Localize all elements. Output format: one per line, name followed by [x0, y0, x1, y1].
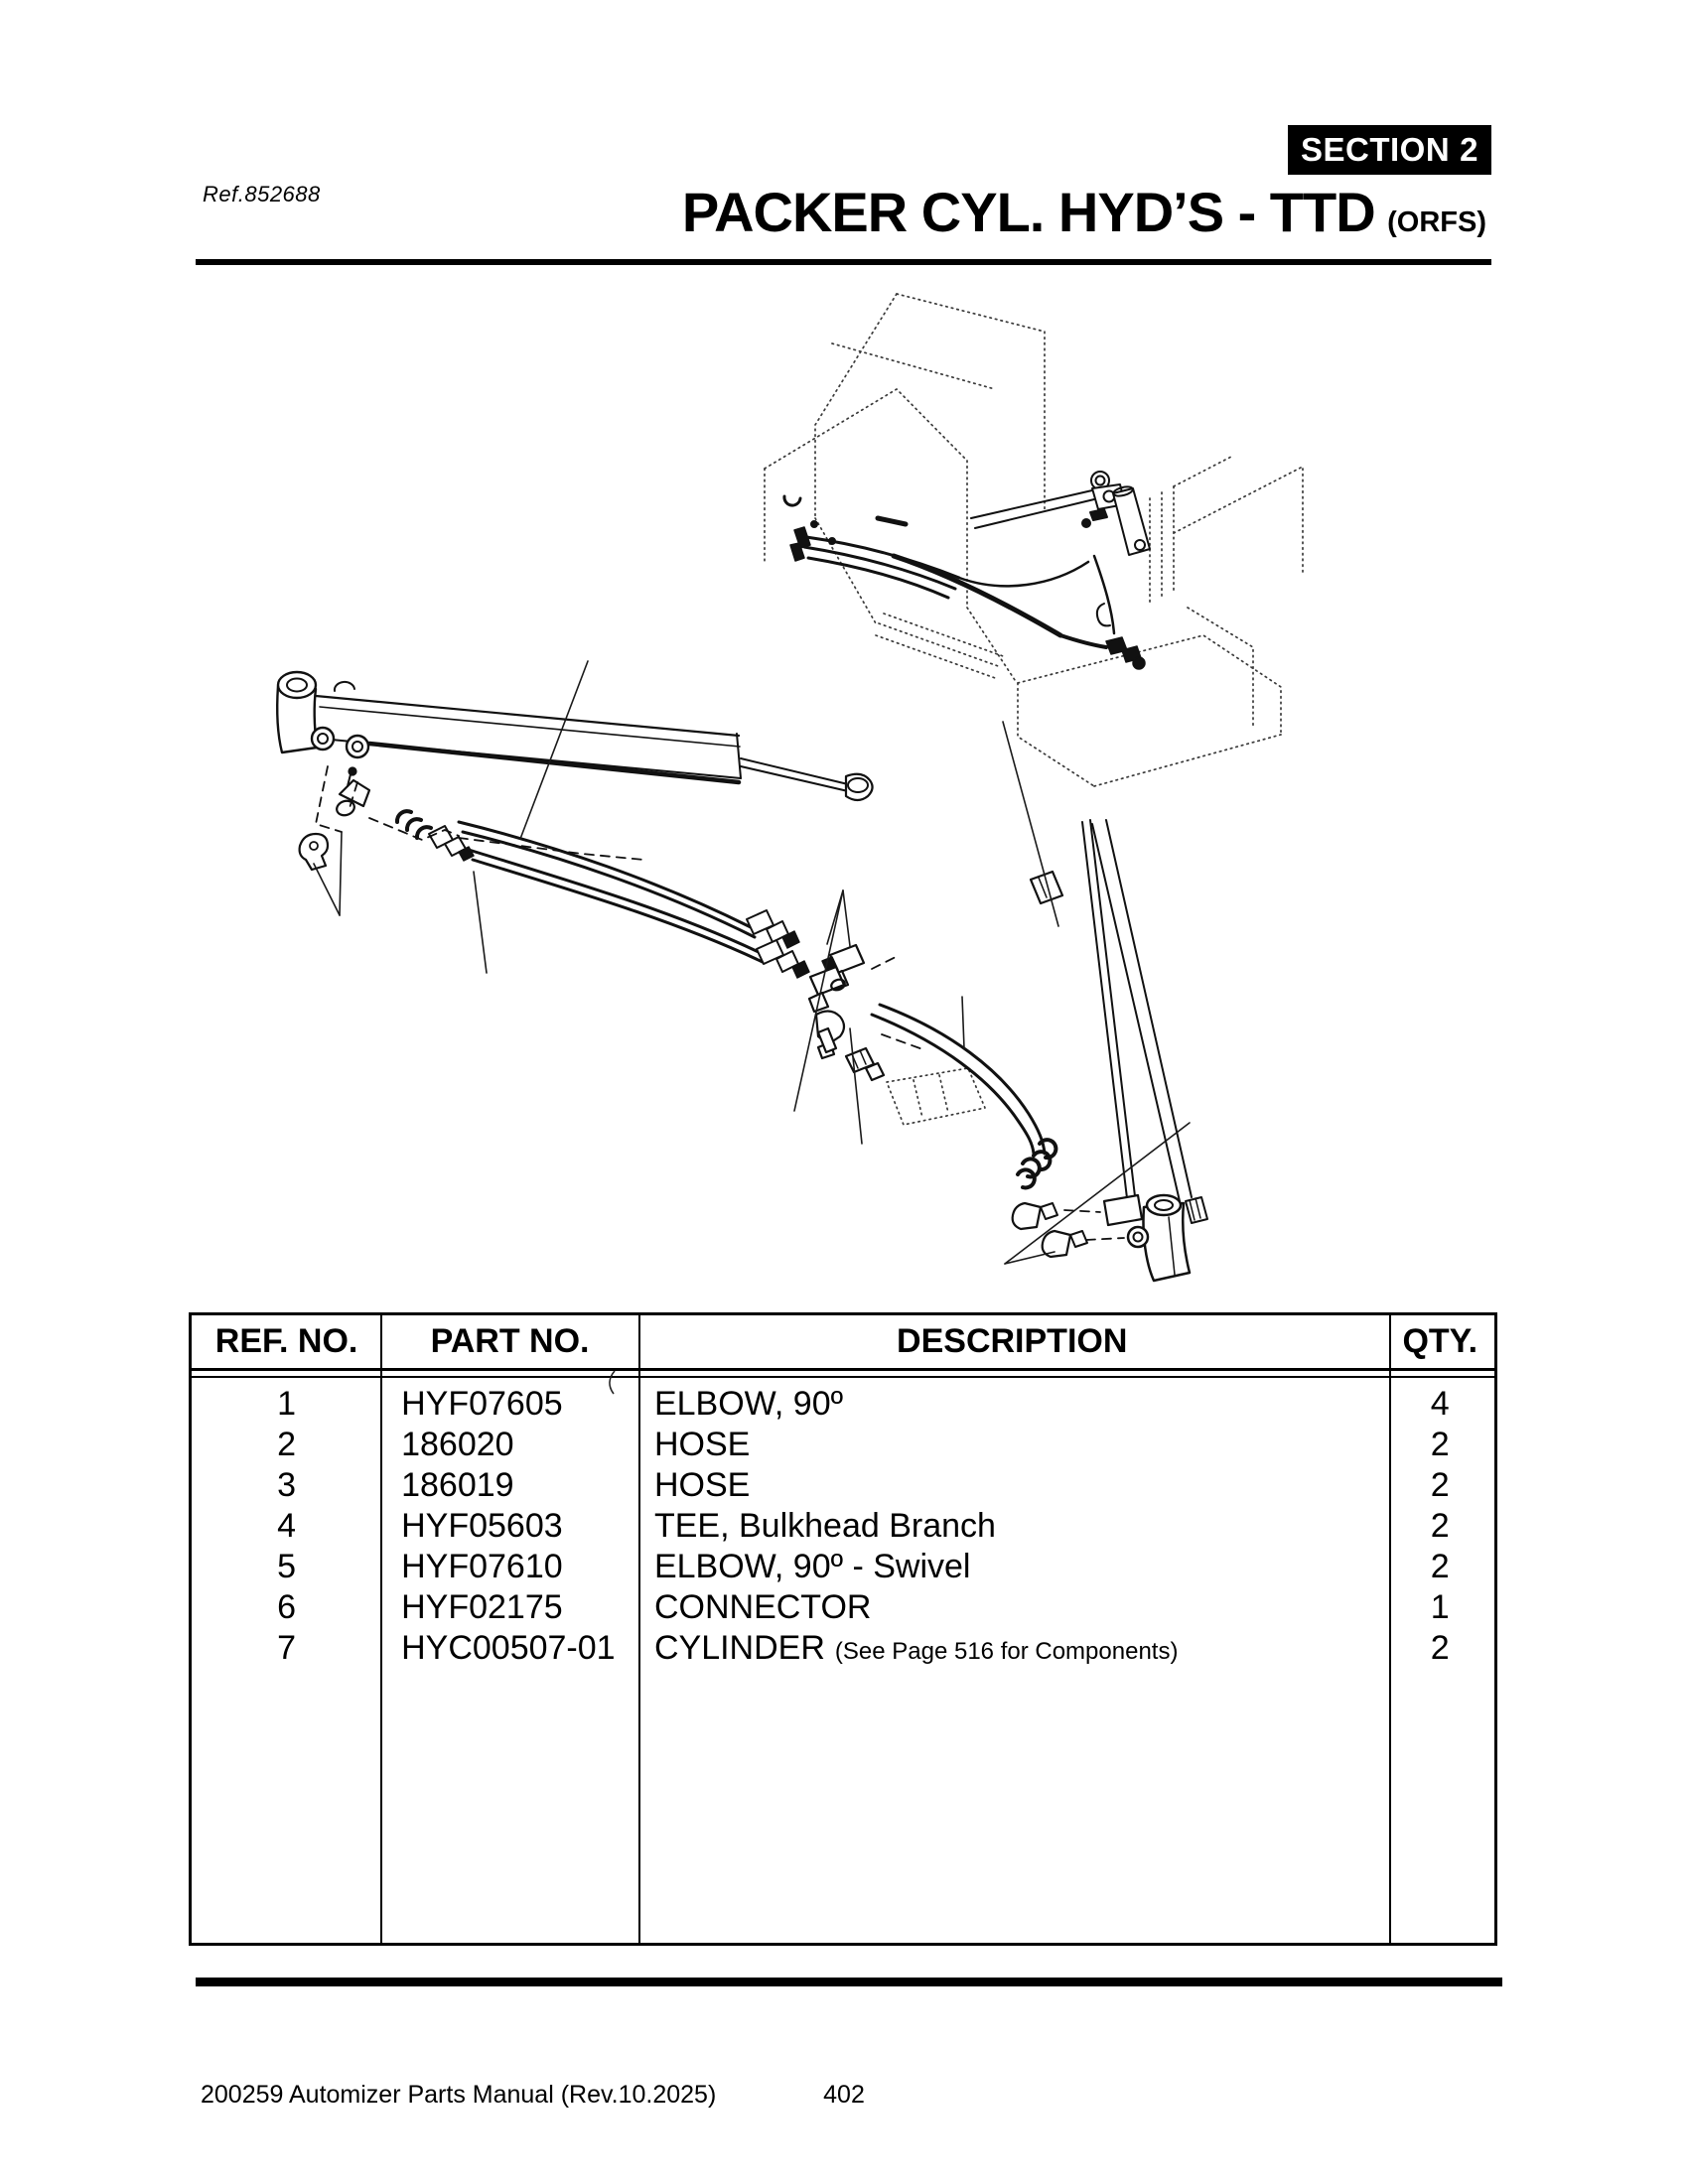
- cell-part-no: HYF02175: [401, 1588, 563, 1626]
- cell-qty: 2: [1430, 1548, 1450, 1585]
- cell-qty: 1: [1430, 1588, 1450, 1626]
- column-divider: [638, 1315, 640, 1943]
- footer-rule: [196, 1978, 1502, 1986]
- scan-artifact-mark: [609, 1370, 616, 1395]
- page-number: 402: [823, 2081, 865, 2109]
- reference-number: Ref.852688: [203, 182, 321, 206]
- cell-description: HOSE: [638, 1425, 1386, 1465]
- frame-hose-bundle: [789, 526, 1146, 670]
- page-title-main: PACKER CYL. HYD’S - TTD: [681, 181, 1376, 243]
- header-double-rule: [192, 1376, 1494, 1378]
- table-row: 3 186019 HOSE 2: [192, 1465, 1494, 1506]
- cell-ref-no: 3: [277, 1466, 296, 1504]
- cell-description-text: TEE, Bulkhead Branch: [653, 1507, 996, 1545]
- header-qty: QTY.: [1402, 1322, 1478, 1360]
- frame-solid-parts: [782, 471, 1151, 627]
- cell-ref-no: 5: [277, 1548, 296, 1585]
- page-title: PACKER CYL. HYD’S - TTD (ORFS): [682, 180, 1486, 244]
- table-body: 1 HYF07605 ELBOW, 90º 4 2 186020 HOSE 2 …: [192, 1384, 1494, 1669]
- cell-ref-no: 1: [277, 1385, 296, 1423]
- column-divider: [380, 1315, 382, 1943]
- parts-diagram: [276, 293, 1304, 1283]
- cell-description-note: (See Page 516 for Components): [834, 1638, 1179, 1665]
- section-badge-label: SECTION: [1301, 131, 1451, 168]
- cell-ref-no: 4: [277, 1507, 296, 1545]
- cell-qty: 2: [1430, 1507, 1450, 1545]
- footer-manual-info: 200259 Automizer Parts Manual (Rev.10.20…: [201, 2081, 717, 2109]
- cell-part-no: HYC00507-01: [401, 1629, 616, 1667]
- parts-table: REF. NO. PART NO. DESCRIPTION QTY. 1 HYF…: [189, 1312, 1497, 1946]
- cell-description-text: CONNECTOR: [653, 1588, 872, 1626]
- cell-description: ELBOW, 90º - Swivel: [638, 1547, 1386, 1587]
- cell-qty: 2: [1430, 1629, 1450, 1667]
- table-row: 6 HYF02175 CONNECTOR 1: [192, 1587, 1494, 1628]
- cell-ref-no: 7: [277, 1629, 296, 1667]
- fittings-upper-group: [298, 766, 475, 872]
- page-title-suffix: (ORFS): [1387, 206, 1486, 238]
- tee-fitting-cluster: [807, 943, 886, 1082]
- cell-qty: 2: [1430, 1426, 1450, 1463]
- callout-leader-lines: [313, 660, 1191, 1265]
- header-rule: [196, 259, 1491, 265]
- cell-qty: 4: [1430, 1385, 1450, 1423]
- cell-description: CYLINDER (See Page 516 for Components): [638, 1628, 1386, 1669]
- cell-description: TEE, Bulkhead Branch: [638, 1506, 1386, 1547]
- cell-ref-no: 2: [277, 1426, 296, 1463]
- header-ref-no: REF. NO.: [214, 1322, 358, 1360]
- header-description: DESCRIPTION: [897, 1322, 1128, 1360]
- cell-description-text: ELBOW, 90º: [653, 1385, 844, 1423]
- cell-part-no: 186020: [401, 1426, 514, 1463]
- table-row: 7 HYC00507-01 CYLINDER (See Page 516 for …: [192, 1628, 1494, 1669]
- cell-description-text: HOSE: [653, 1466, 751, 1504]
- cell-part-no: HYF07610: [401, 1548, 563, 1585]
- section-badge-number: 2: [1460, 131, 1478, 168]
- cell-description: CONNECTOR: [638, 1587, 1386, 1628]
- cell-part-no: 186019: [401, 1466, 514, 1504]
- cell-description-text: ELBOW, 90º - Swivel: [653, 1548, 971, 1585]
- table-row: 2 186020 HOSE 2: [192, 1425, 1494, 1465]
- table-row: 1 HYF07605 ELBOW, 90º 4: [192, 1384, 1494, 1425]
- table-header-row: REF. NO. PART NO. DESCRIPTION QTY.: [192, 1315, 1494, 1371]
- table-row: 4 HYF05603 TEE, Bulkhead Branch 2: [192, 1506, 1494, 1547]
- packer-cylinder-upper: [276, 670, 874, 802]
- cell-description-text: HOSE: [653, 1426, 751, 1463]
- header-part-no: PART NO.: [430, 1322, 590, 1360]
- hoses-main-run: [457, 820, 810, 979]
- frame-dotted-outline: [764, 293, 1304, 1126]
- section-badge: SECTION 2: [1288, 125, 1491, 175]
- cell-description: HOSE: [638, 1465, 1386, 1506]
- table-row: 5 HYF07610 ELBOW, 90º - Swivel 2: [192, 1547, 1494, 1587]
- cell-part-no: HYF07605: [401, 1385, 563, 1423]
- lower-cylinder-group: [870, 819, 1208, 1283]
- cell-qty: 2: [1430, 1466, 1450, 1504]
- cell-description: ELBOW, 90º: [638, 1384, 1386, 1425]
- assembly-dashed-links: [315, 765, 1125, 1241]
- cell-description-text: CYLINDER: [653, 1629, 825, 1667]
- column-divider: [1389, 1315, 1391, 1943]
- cell-part-no: HYF05603: [401, 1507, 563, 1545]
- cell-ref-no: 6: [277, 1588, 296, 1626]
